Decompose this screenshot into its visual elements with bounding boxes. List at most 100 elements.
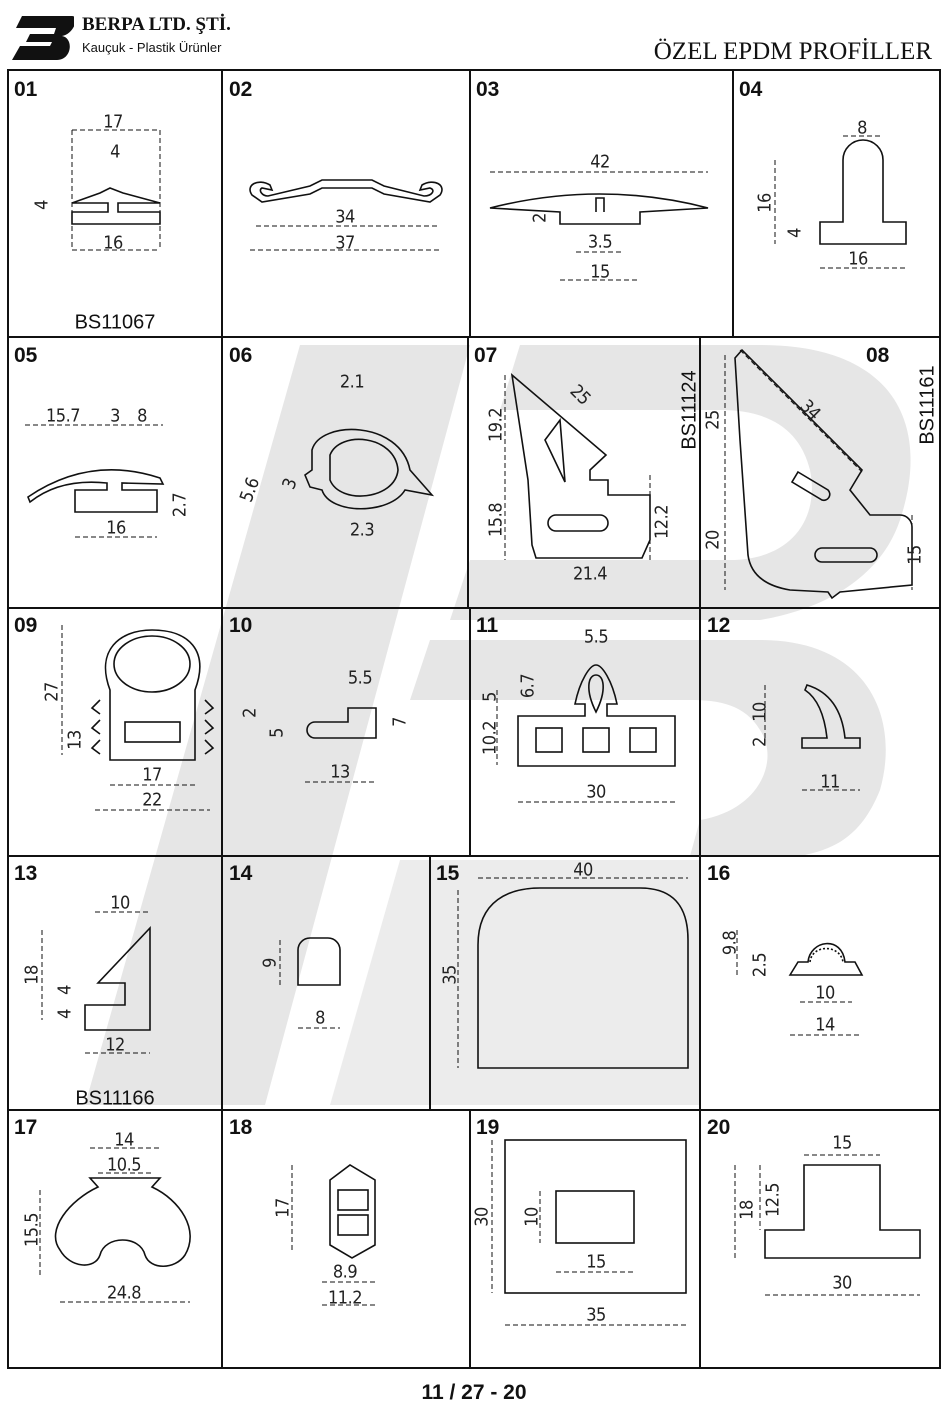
dimension-label: 35 [586, 1304, 606, 1326]
dimension-label: 10 [521, 1207, 543, 1227]
dimension-label: 9.8 [719, 930, 741, 956]
dimension-label: 10.5 [106, 1154, 142, 1176]
dimension-label: 5 [479, 692, 501, 702]
dimension-label: 16 [848, 248, 868, 270]
dimension-label: 22 [142, 789, 162, 811]
page-title: ÖZEL EPDM PROFİLLER [653, 38, 932, 65]
dimension-label: 7 [389, 717, 411, 727]
dimension-label: 4 [54, 1009, 76, 1019]
dimension-label: 11 [820, 771, 840, 793]
profile-number: 20 [707, 1116, 731, 1139]
dimension-label: 30 [832, 1272, 852, 1294]
profile-number: 17 [14, 1116, 38, 1139]
dimension-label: 15.8 [485, 502, 507, 538]
dimension-label: 16 [754, 193, 776, 213]
dimension-label: 12 [105, 1034, 125, 1056]
dimension-label: 4 [54, 985, 76, 995]
dimension-label: 35 [439, 965, 461, 985]
company-logo [12, 16, 74, 60]
dimension-label: 15 [832, 1132, 852, 1154]
dimension-label: 15 [586, 1251, 606, 1273]
dimension-label: 4 [31, 200, 53, 210]
profile-number: 16 [707, 862, 731, 885]
company-tagline: Kauçuk - Plastik Ürünler [82, 40, 222, 55]
dimension-label: 8 [857, 117, 867, 139]
dimension-label: 12.2 [651, 504, 673, 540]
profile-number: 15 [436, 862, 460, 885]
profile-number: 03 [476, 78, 500, 101]
page-number: 11 / 27 - 20 [421, 1381, 527, 1404]
dimension-label: 10 [749, 702, 771, 722]
dimension-label: 37 [335, 232, 355, 254]
dimension-label: 16 [106, 517, 126, 539]
profile-number: 02 [229, 78, 253, 101]
dimension-label: 15.5 [21, 1212, 43, 1248]
dimension-label: 10 [815, 982, 835, 1004]
dimension-label: 3 [110, 405, 120, 427]
dimension-label: 27 [41, 682, 63, 702]
profile-number: 14 [229, 862, 253, 885]
dimension-label: 13 [330, 761, 350, 783]
dimension-label: 2 [529, 213, 551, 223]
dimension-label: 10 [110, 892, 130, 914]
dimension-label: 5 [266, 728, 288, 738]
dimension-lines [25, 129, 920, 1326]
profile-number: 07 [474, 344, 498, 367]
dimension-label: 17 [142, 764, 162, 786]
dimension-label: 34 [335, 206, 355, 228]
dimension-label: 9 [259, 958, 281, 968]
dimension-label: 20 [702, 530, 724, 550]
dimension-label: 15.7 [45, 405, 81, 427]
dimension-label: 30 [471, 1207, 493, 1227]
dimension-label: 24.8 [106, 1282, 142, 1304]
dimension-label: 10.2 [479, 720, 501, 756]
profile-number: 11 [476, 614, 499, 637]
profile-code: BS11161 [916, 365, 939, 445]
dimension-label: 19.2 [485, 407, 507, 443]
profile-number: 06 [229, 344, 253, 367]
profile-number: 10 [229, 614, 253, 637]
dimension-label: 14 [815, 1014, 835, 1036]
dimension-label: 21.4 [572, 563, 608, 585]
profile-code: BS11124 [678, 370, 701, 450]
profile-number: 08 [866, 344, 890, 367]
dimension-label: 11.2 [327, 1287, 363, 1309]
dimension-label: 2 [749, 737, 771, 747]
dimension-label: 8 [315, 1007, 325, 1029]
dimension-label: 14 [114, 1129, 134, 1151]
dimension-label: 2 [239, 708, 261, 718]
dimension-label: 2.7 [169, 492, 191, 518]
dimension-label: 15 [904, 545, 926, 565]
dimension-label: 2.1 [339, 371, 365, 393]
dimension-label: 30 [586, 781, 606, 803]
grid-lines [7, 69, 941, 1369]
dimension-label: 17 [103, 111, 123, 133]
dimension-label: 3.5 [587, 231, 613, 253]
profile-number: 09 [14, 614, 38, 637]
dimension-label: 4 [110, 141, 120, 163]
profile-code: BS11166 [75, 1087, 155, 1110]
dimension-label: 18 [736, 1200, 758, 1220]
dimension-label: 25 [702, 410, 724, 430]
profile-number: 18 [229, 1116, 253, 1139]
dimension-label: 18 [21, 965, 43, 985]
profile-number: 19 [476, 1116, 500, 1139]
dimension-label: 13 [64, 730, 86, 750]
dimension-label: 4 [784, 228, 806, 238]
dimension-label: 5.5 [347, 667, 373, 689]
dimension-label: 40 [573, 859, 593, 881]
profile-code: BS11067 [74, 311, 156, 334]
profile-number: 01 [14, 78, 38, 101]
profile-shapes [27, 139, 921, 1294]
dimension-label: 42 [590, 151, 610, 173]
dimension-label: 16 [103, 232, 123, 254]
dimension-label: 2.3 [349, 519, 375, 541]
dimension-label: 12.5 [762, 1182, 784, 1218]
profile-number: 05 [14, 344, 38, 367]
company-name: BERPA LTD. ŞTİ. [82, 14, 231, 35]
dimension-label: 15 [590, 261, 610, 283]
dimension-label: 6.7 [517, 673, 539, 699]
profile-number: 12 [707, 614, 731, 637]
